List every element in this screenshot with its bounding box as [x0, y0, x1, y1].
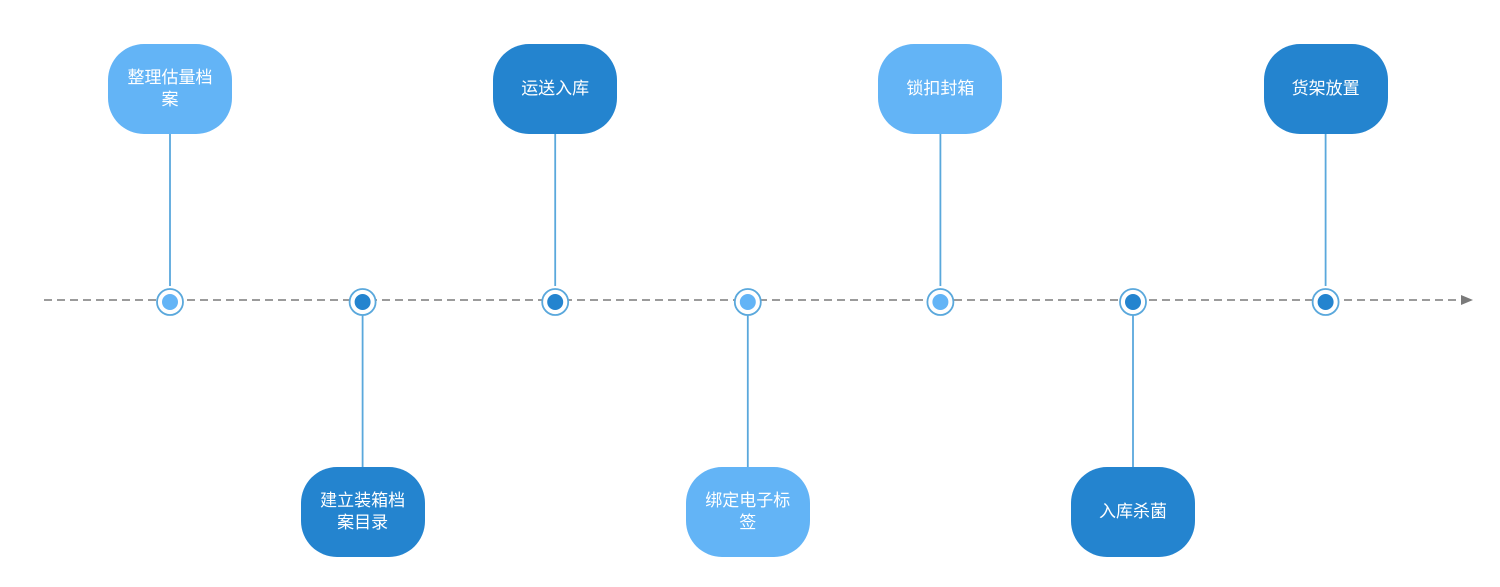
step-label: 货架放置: [1291, 79, 1360, 99]
step-box: 运送入库: [493, 44, 618, 134]
step-marker-dot: [1125, 294, 1141, 310]
step-marker-dot: [739, 294, 756, 310]
step-label: 整理估量档案: [127, 68, 213, 110]
step-box: 建立装箱档案目录: [300, 467, 425, 557]
step-label: 绑定电子标签: [705, 491, 791, 533]
step-label: 锁扣封箱: [906, 79, 975, 99]
step-box: 入库杀菌: [1071, 467, 1195, 557]
step-box: 整理估量档案: [108, 44, 232, 134]
step-label: 建立装箱档案目录: [320, 491, 406, 533]
step-marker-dot: [932, 294, 949, 310]
step-marker-dot: [162, 294, 178, 310]
step-marker-dot: [1317, 294, 1334, 310]
step-box: 货架放置: [1263, 44, 1388, 134]
step-marker-dot: [547, 294, 564, 310]
step-box: 绑定电子标签: [685, 467, 810, 557]
step-label: 入库杀菌: [1099, 502, 1167, 522]
step-box: 锁扣封箱: [878, 44, 1003, 134]
step-label: 运送入库: [521, 79, 590, 99]
step-marker-dot: [354, 294, 371, 310]
